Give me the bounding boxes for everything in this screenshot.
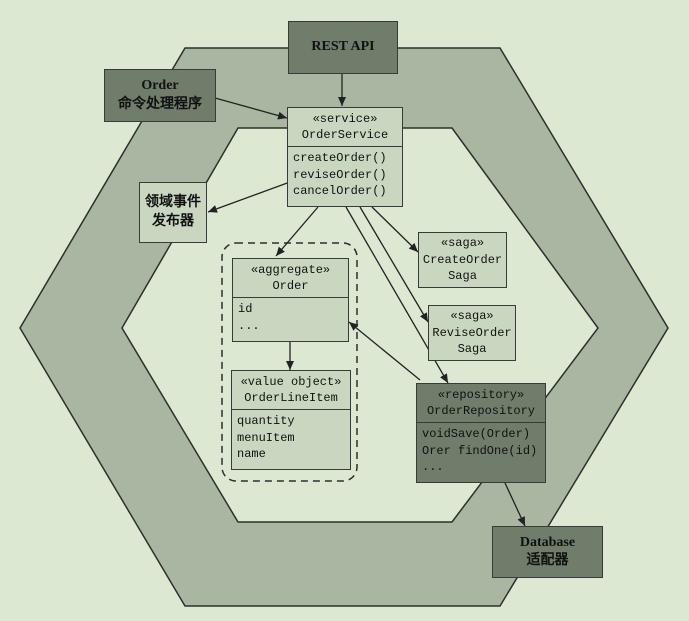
lineitem-field: quantity bbox=[237, 414, 295, 429]
arrow-service-to-publisher bbox=[207, 181, 291, 213]
aggregate-name: Order bbox=[272, 279, 309, 294]
service-name: OrderService bbox=[301, 128, 389, 143]
revise-saga-stereotype: «saga» bbox=[450, 308, 494, 323]
rest-api-label: REST API bbox=[311, 39, 375, 55]
lineitem-name: OrderLineItem bbox=[244, 391, 338, 406]
database-line2: 适配器 bbox=[526, 553, 569, 568]
handler-line1: Order bbox=[141, 78, 179, 94]
database-adapter: Database 适配器 bbox=[492, 526, 603, 578]
aggregate-stereotype: «aggregate» bbox=[250, 263, 331, 277]
arrow-service-to-create-saga bbox=[371, 206, 419, 253]
arrow-handler-to-service bbox=[214, 97, 288, 120]
order-aggregate-class: «aggregate» Order id ... bbox=[232, 258, 349, 342]
repository-method: voidSave(Order) bbox=[422, 427, 531, 442]
service-method: reviseOrder() bbox=[293, 167, 387, 182]
aggregate-field: id bbox=[238, 302, 253, 317]
rest-api-adapter: REST API bbox=[288, 21, 398, 74]
create-order-saga: «saga» CreateOrder Saga bbox=[418, 232, 507, 288]
service-stereotype: «service» bbox=[312, 112, 378, 126]
service-method: cancelOrder() bbox=[293, 184, 387, 199]
order-line-item-class: «value object» OrderLineItem quantity me… bbox=[231, 370, 351, 470]
order-service-class: «service» OrderService createOrder() rev… bbox=[287, 107, 403, 207]
order-command-handler: Order 命令处理程序 bbox=[104, 69, 216, 122]
repository-method: ... bbox=[422, 460, 444, 475]
create-saga-line2: Saga bbox=[448, 269, 477, 284]
arrow-repository-to-database bbox=[504, 482, 526, 527]
publisher-line1: 领域事件 bbox=[145, 195, 201, 211]
repository-name: OrderRepository bbox=[426, 404, 536, 419]
revise-order-saga: «saga» ReviseOrder Saga bbox=[428, 305, 516, 361]
database-line1: Database bbox=[519, 534, 576, 550]
handler-line2: 命令处理程序 bbox=[118, 96, 202, 112]
lineitem-field: menuItem bbox=[237, 430, 295, 445]
repository-stereotype: «repository» bbox=[437, 388, 525, 402]
service-method: createOrder() bbox=[293, 151, 387, 166]
arrow-service-to-revise-saga bbox=[359, 206, 429, 323]
aggregate-field: ... bbox=[238, 318, 260, 333]
domain-event-publisher: 领域事件 发布器 bbox=[139, 182, 207, 243]
arrow-service-to-aggregate bbox=[275, 206, 319, 257]
repository-method: Orer findOne(id) bbox=[422, 443, 538, 458]
create-saga-line1: CreateOrder bbox=[422, 252, 503, 267]
lineitem-field: name bbox=[237, 447, 266, 462]
lineitem-stereotype: «value object» bbox=[240, 375, 342, 389]
order-repository-class: «repository» OrderRepository voidSave(Or… bbox=[416, 383, 546, 483]
publisher-line2: 发布器 bbox=[152, 213, 194, 229]
aggregate-boundary bbox=[221, 242, 358, 482]
revise-saga-line2: Saga bbox=[457, 342, 487, 357]
revise-saga-line1: ReviseOrder bbox=[432, 325, 512, 340]
create-saga-stereotype: «saga» bbox=[440, 235, 485, 250]
arrow-repository-to-aggregate bbox=[348, 321, 421, 381]
